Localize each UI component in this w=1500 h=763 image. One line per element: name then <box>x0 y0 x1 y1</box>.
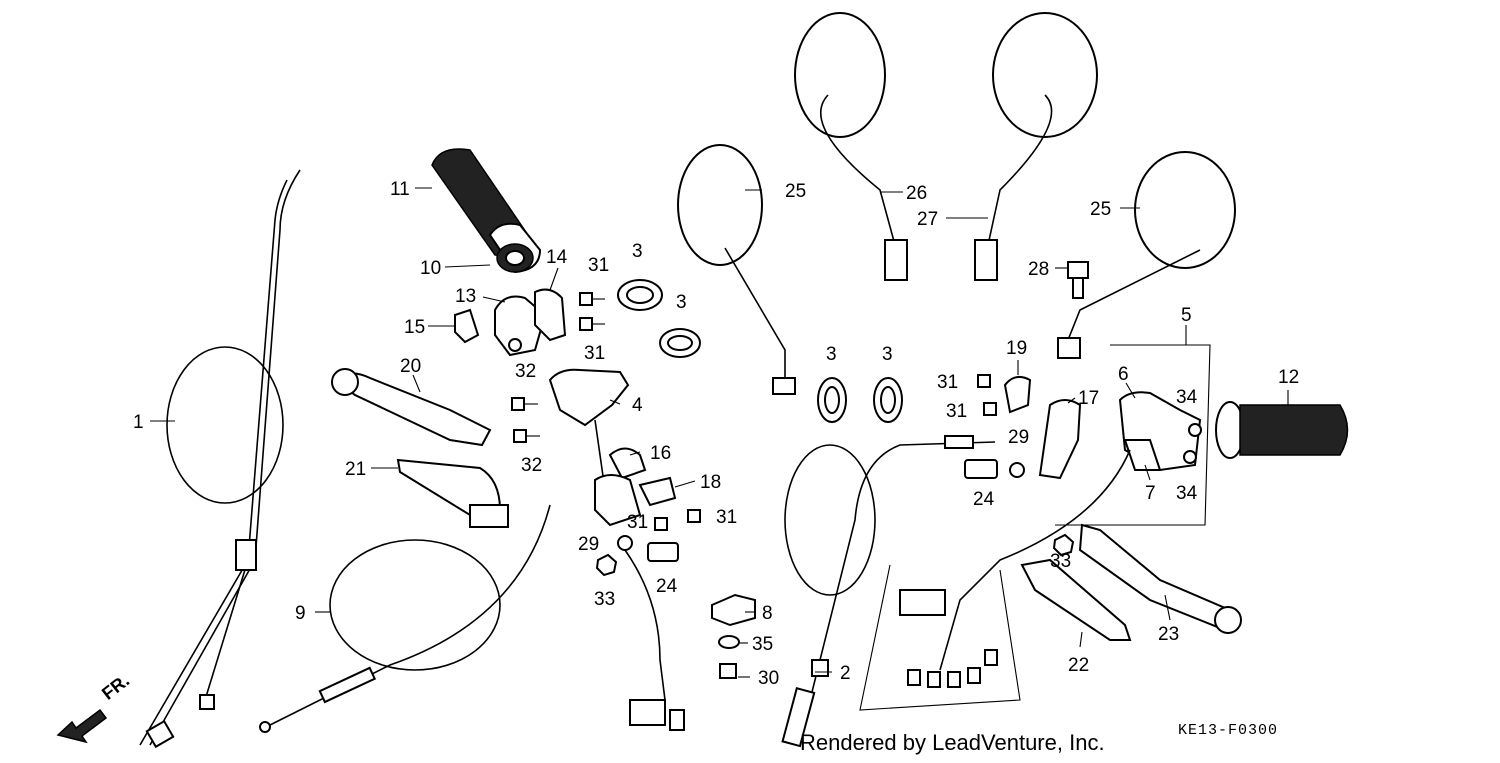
callout-18: 18 <box>700 472 721 493</box>
lever-holder-part[interactable] <box>1003 375 1032 414</box>
callout-28: 28 <box>1028 259 1049 280</box>
callout-19: 19 <box>1006 338 1027 359</box>
washer-part[interactable] <box>718 635 740 649</box>
harness-frame <box>859 564 1021 711</box>
callout-20: 20 <box>400 356 421 377</box>
callout-24: 24 <box>973 489 995 510</box>
switch-housing-part[interactable] <box>1123 439 1162 471</box>
callout-10: 10 <box>420 258 441 279</box>
callout-29: 29 <box>1008 427 1029 448</box>
callout-9: 9 <box>295 603 306 624</box>
throttle-housing-upper-part[interactable] <box>494 295 547 357</box>
callout-25: 25 <box>1090 199 1111 220</box>
clutch-cable-part[interactable] <box>781 435 996 748</box>
callout-33: 33 <box>594 589 615 610</box>
washer-part[interactable] <box>617 535 633 551</box>
throttle-cable-part[interactable] <box>139 169 301 749</box>
screw-part[interactable] <box>511 292 997 531</box>
callout-34: 34 <box>1176 387 1198 408</box>
callout-3: 3 <box>882 344 893 365</box>
callout-8: 8 <box>762 603 773 624</box>
callout-4: 4 <box>632 395 643 416</box>
callout-31: 31 <box>937 372 958 393</box>
callout-3: 3 <box>632 241 643 262</box>
throttle-cable-cover-part[interactable] <box>454 308 480 344</box>
lever-cover-part[interactable] <box>396 458 509 528</box>
mirror-left-round-part[interactable] <box>794 12 908 281</box>
brake-lever-cover-part[interactable] <box>1020 558 1132 641</box>
callout-31: 31 <box>946 401 967 422</box>
throttle-grip-part[interactable] <box>431 148 542 274</box>
callout-26: 26 <box>906 183 927 204</box>
callout-3: 3 <box>676 292 687 313</box>
relay-part[interactable] <box>711 593 756 627</box>
callout-31: 31 <box>584 343 605 364</box>
washer-part[interactable] <box>1009 462 1025 478</box>
callout-31: 31 <box>588 255 609 276</box>
mirror-right-round-part[interactable] <box>974 12 1098 281</box>
callout-11: 11 <box>390 179 410 200</box>
nut-part[interactable] <box>595 553 618 577</box>
callout-5: 5 <box>1181 305 1192 326</box>
callout-21: 21 <box>345 459 366 480</box>
mirror-right-part[interactable] <box>1057 151 1236 359</box>
callout-31: 31 <box>627 512 648 533</box>
throttle-housing-lower-part[interactable] <box>534 288 567 342</box>
callout-6: 6 <box>1118 364 1129 385</box>
diagram-code: KE13-F0300 <box>1178 722 1279 739</box>
cable-clamp-part[interactable] <box>659 328 701 358</box>
pivot-bolt-part[interactable] <box>647 542 679 562</box>
callout-1: 1 <box>133 412 144 433</box>
cable-clamp-part[interactable] <box>873 377 903 423</box>
callout-22: 22 <box>1068 655 1089 676</box>
lever-holder-part[interactable] <box>594 447 677 527</box>
callout-34: 34 <box>1176 483 1198 504</box>
front-direction-arrow <box>56 708 108 744</box>
callout-14: 14 <box>546 247 568 268</box>
right-grip-part[interactable] <box>1215 401 1349 459</box>
pivot-bolt-part[interactable] <box>964 459 998 479</box>
render-credit: Rendered by LeadVenture, Inc. <box>800 730 1105 755</box>
mirror-bolt-part[interactable] <box>1067 261 1089 299</box>
callout-23: 23 <box>1158 624 1179 645</box>
brake-lever-part[interactable] <box>1078 523 1242 634</box>
cable-clamp-part[interactable] <box>817 377 847 423</box>
callout-12: 12 <box>1278 367 1299 388</box>
callout-31: 31 <box>716 507 737 528</box>
cable-clamp-part[interactable] <box>617 279 663 311</box>
callout-15: 15 <box>404 317 425 338</box>
callout-13: 13 <box>455 286 476 307</box>
callout-32: 32 <box>515 361 536 382</box>
speedometer-cable-part[interactable] <box>259 504 551 733</box>
callout-labels: 1 2 3 3 3 3 4 5 6 7 8 9 10 11 12 13 14 1… <box>133 179 1299 689</box>
callout-3: 3 <box>826 344 837 365</box>
callout-30: 30 <box>758 668 779 689</box>
callout-16: 16 <box>650 443 671 464</box>
callout-27: 27 <box>917 209 938 230</box>
callout-32: 32 <box>521 455 542 476</box>
mirror-left-part[interactable] <box>677 144 796 395</box>
callout-24: 24 <box>656 576 678 597</box>
right-switch-wire-part[interactable] <box>899 449 1131 688</box>
callout-7: 7 <box>1145 483 1156 504</box>
callout-33: 33 <box>1050 551 1071 572</box>
callout-29: 29 <box>578 534 599 555</box>
lever-bracket-part[interactable] <box>1038 399 1082 480</box>
lever-bracket-part[interactable] <box>548 368 630 491</box>
callout-35: 35 <box>752 634 773 655</box>
nut-part[interactable] <box>1052 533 1075 557</box>
callout-25: 25 <box>785 181 806 202</box>
switch-assembly-frame <box>1055 344 1211 526</box>
clutch-lever-part[interactable] <box>331 368 492 447</box>
callout-17: 17 <box>1078 388 1099 409</box>
bolt-part[interactable] <box>719 663 737 679</box>
left-switch-wire-part[interactable] <box>624 549 685 731</box>
callout-2: 2 <box>840 663 851 684</box>
leader-lines <box>150 187 1289 678</box>
switch-screw-part[interactable] <box>1183 423 1202 464</box>
